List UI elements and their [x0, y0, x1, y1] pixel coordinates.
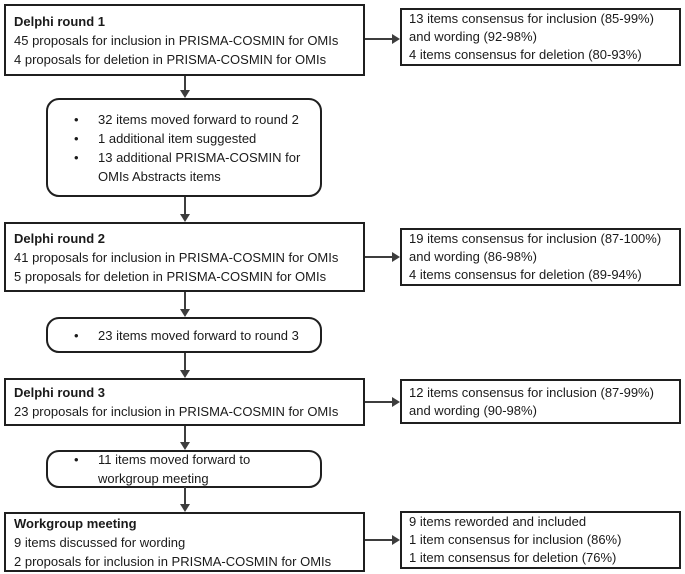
box-line: and wording (90-98%)	[409, 402, 537, 418]
box-line: 1 item consensus for inclusion (86%)	[409, 532, 622, 547]
bullet-text: 13 additional PRISMA-COSMIN for OMIs Abs…	[98, 149, 301, 184]
box-line: 45 proposals for inclusion in PRISMA-COS…	[14, 32, 339, 48]
box-line: 2 proposals for inclusion in PRISMA-COSM…	[14, 553, 332, 569]
box-round2-consensus: 19 items consensus for inclusion (87-100…	[400, 228, 681, 286]
box-delphi-round-2: Delphi round 2 41 proposals for inclusio…	[4, 222, 365, 292]
arrow-down-icon	[180, 309, 190, 317]
arrow-down-icon	[180, 214, 190, 222]
box-line: and wording (86-98%)	[409, 249, 537, 264]
arrow-line	[184, 487, 186, 506]
box-delphi-round-1: Delphi round 1 45 proposals for inclusio…	[4, 4, 365, 76]
bullet-text: 11 items moved forward to workgroup meet…	[98, 452, 251, 486]
box-round3-outcomes: • 11 items moved forward to workgroup me…	[46, 450, 322, 488]
arrow-line	[184, 76, 186, 92]
box-line: 12 items consensus for inclusion (87-99%…	[409, 384, 654, 400]
arrow-down-icon	[180, 442, 190, 450]
box-line: 1 item consensus for deletion (76%)	[409, 550, 617, 565]
box-line: 4 items consensus for deletion (80-93%)	[409, 47, 642, 62]
arrow-line	[184, 197, 186, 216]
box-line: 4 items consensus for deletion (89-94%)	[409, 267, 642, 282]
arrow-right-icon	[392, 397, 400, 407]
box-round3-consensus: 12 items consensus for inclusion (87-99%…	[400, 379, 681, 424]
box-line: 23 proposals for inclusion in PRISMA-COS…	[14, 404, 339, 419]
arrow-down-icon	[180, 90, 190, 98]
bullet-text: 23 items moved forward to round 3	[98, 327, 299, 343]
arrow-right-icon	[392, 252, 400, 262]
box-workgroup-consensus: 9 items reworded and included 1 item con…	[400, 511, 681, 569]
box-title: Delphi round 3	[14, 385, 105, 400]
arrow-line	[184, 292, 186, 311]
bullet-text: 1 additional item suggested	[98, 130, 257, 146]
arrow-line	[365, 38, 393, 40]
list-item: • 1 additional item suggested	[54, 129, 314, 148]
box-title: Delphi round 2	[14, 230, 105, 246]
arrow-line	[365, 539, 393, 541]
arrow-line	[184, 426, 186, 444]
box-title: Delphi round 1	[14, 13, 105, 29]
box-line: 19 items consensus for inclusion (87-100…	[409, 231, 662, 246]
box-line: 9 items discussed for wording	[14, 534, 186, 550]
arrow-line	[184, 353, 186, 372]
box-title: Workgroup meeting	[14, 515, 137, 531]
box-workgroup-meeting: Workgroup meeting 9 items discussed for …	[4, 512, 365, 572]
arrow-right-icon	[392, 535, 400, 545]
box-round1-outcomes: • 32 items moved forward to round 2 • 1 …	[46, 98, 322, 197]
box-round2-outcomes: • 23 items moved forward to round 3	[46, 317, 322, 353]
arrow-down-icon	[180, 504, 190, 512]
arrow-right-icon	[392, 34, 400, 44]
bullet-icon: •	[74, 130, 79, 146]
box-line: and wording (92-98%)	[409, 29, 537, 44]
bullet-icon: •	[74, 452, 79, 467]
list-item: • 11 items moved forward to workgroup me…	[54, 450, 314, 488]
box-line: 9 items reworded and included	[409, 514, 587, 529]
box-round1-consensus: 13 items consensus for inclusion (85-99%…	[400, 8, 681, 66]
list-item: • 13 additional PRISMA-COSMIN for OMIs A…	[54, 148, 314, 186]
arrow-line	[365, 256, 393, 258]
box-line: 41 proposals for inclusion in PRISMA-COS…	[14, 249, 339, 265]
list-item: • 23 items moved forward to round 3	[54, 326, 314, 345]
box-delphi-round-3: Delphi round 3 23 proposals for inclusio…	[4, 378, 365, 426]
arrow-line	[365, 401, 393, 403]
list-item: • 32 items moved forward to round 2	[54, 110, 314, 129]
bullet-icon: •	[74, 111, 79, 127]
arrow-down-icon	[180, 370, 190, 378]
box-line: 5 proposals for deletion in PRISMA-COSMI…	[14, 268, 327, 284]
box-line: 4 proposals for deletion in PRISMA-COSMI…	[14, 51, 327, 67]
bullet-icon: •	[74, 149, 79, 165]
bullet-text: 32 items moved forward to round 2	[98, 111, 299, 127]
box-line: 13 items consensus for inclusion (85-99%…	[409, 11, 654, 26]
bullet-icon: •	[74, 327, 79, 343]
